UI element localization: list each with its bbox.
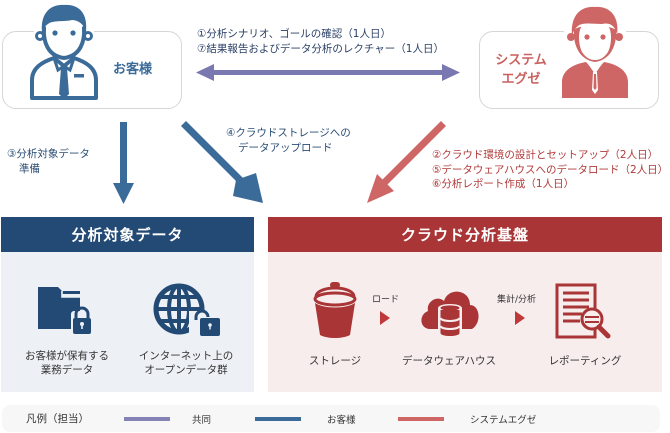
vendor-setup-arrow <box>367 121 446 203</box>
business-data-label: お客様が保有する 業務データ <box>11 349 123 377</box>
locked-globe-icon <box>153 283 220 337</box>
load-step-label: ロード <box>372 295 400 305</box>
legend: 凡例（担当） 共同 お客様 システムエグゼ <box>2 405 660 432</box>
business-data-line-2: 業務データ <box>40 364 94 376</box>
legend-vendor-label: システムエグゼ <box>470 415 537 426</box>
open-data-line-1: インターネット上の <box>138 350 234 362</box>
vendor-tasks-note: ②クラウド環境の設計とセットアップ（2人日） ⑤データウェアハウスへのデータロー… <box>432 148 668 192</box>
open-data-label: インターネット上の オープンデータ群 <box>126 349 246 377</box>
cloud-database-icon <box>421 291 479 337</box>
load-step-arrow-icon <box>380 311 390 325</box>
cloud-platform-title: クラウド分析基盤 <box>268 217 662 252</box>
customer-prep-line-2: 準備 <box>19 162 40 175</box>
vendor-label-line-2: エグゼ <box>501 72 541 87</box>
customer-upload-arrow <box>181 121 263 203</box>
reporting-label: レポーティング <box>548 355 622 367</box>
analysis-data-title: 分析対象データ <box>1 217 254 252</box>
legend-shared-swatch <box>124 417 170 421</box>
legend-vendor-swatch <box>398 417 444 421</box>
data-warehouse-label: データウェアハウス <box>401 355 497 367</box>
upload-note: ④クラウドストレージへの データアップロード <box>226 126 351 155</box>
vendor-person-icon <box>562 6 628 98</box>
storage-label: ストレージ <box>308 355 362 367</box>
customer-person-icon <box>30 4 98 100</box>
upload-line-2: データアップロード <box>238 141 333 154</box>
shared-task-7: ⑦結果報告およびデータ分析のレクチャー（1人日） <box>197 42 444 55</box>
shared-task-1: ①分析シナリオ、ゴールの確認（1人日） <box>197 28 391 40</box>
shared-tasks-note: ①分析シナリオ、ゴールの確認（1人日） ⑦結果報告およびデータ分析のレクチャー（… <box>197 27 444 56</box>
shared-double-arrow <box>196 64 460 81</box>
vendor-label-line-1: システム <box>495 53 547 68</box>
customer-prep-line-1: ③分析対象データ <box>7 148 90 160</box>
locked-folder-icon <box>38 287 93 335</box>
legend-customer-swatch <box>255 417 301 421</box>
customer-prep-note: ③分析対象データ 準備 <box>7 147 90 176</box>
aggregate-step-arrow-icon <box>515 311 525 325</box>
upload-line-1: ④クラウドストレージへの <box>226 127 351 139</box>
legend-title: 凡例（担当） <box>26 413 89 425</box>
bucket-icon <box>313 282 357 338</box>
vendor-label: システム エグゼ <box>491 51 551 89</box>
legend-customer-label: お客様 <box>327 415 356 426</box>
vendor-task-6: ⑥分析レポート作成（1人日） <box>432 178 575 190</box>
business-data-line-1: お客様が保有する <box>25 350 109 362</box>
aggregate-step-label: 集計/分析 <box>497 295 537 305</box>
open-data-line-2: オープンデータ群 <box>144 364 228 376</box>
vendor-task-2: ②クラウド環境の設計とセットアップ（2人日） <box>432 149 659 161</box>
customer-prep-arrow <box>113 122 134 204</box>
report-search-icon <box>555 283 611 339</box>
legend-shared-label: 共同 <box>192 415 212 426</box>
customer-label: お客様 <box>113 62 153 77</box>
vendor-task-5: ⑤データウェアハウスへのデータロード（2人日） <box>432 163 669 176</box>
